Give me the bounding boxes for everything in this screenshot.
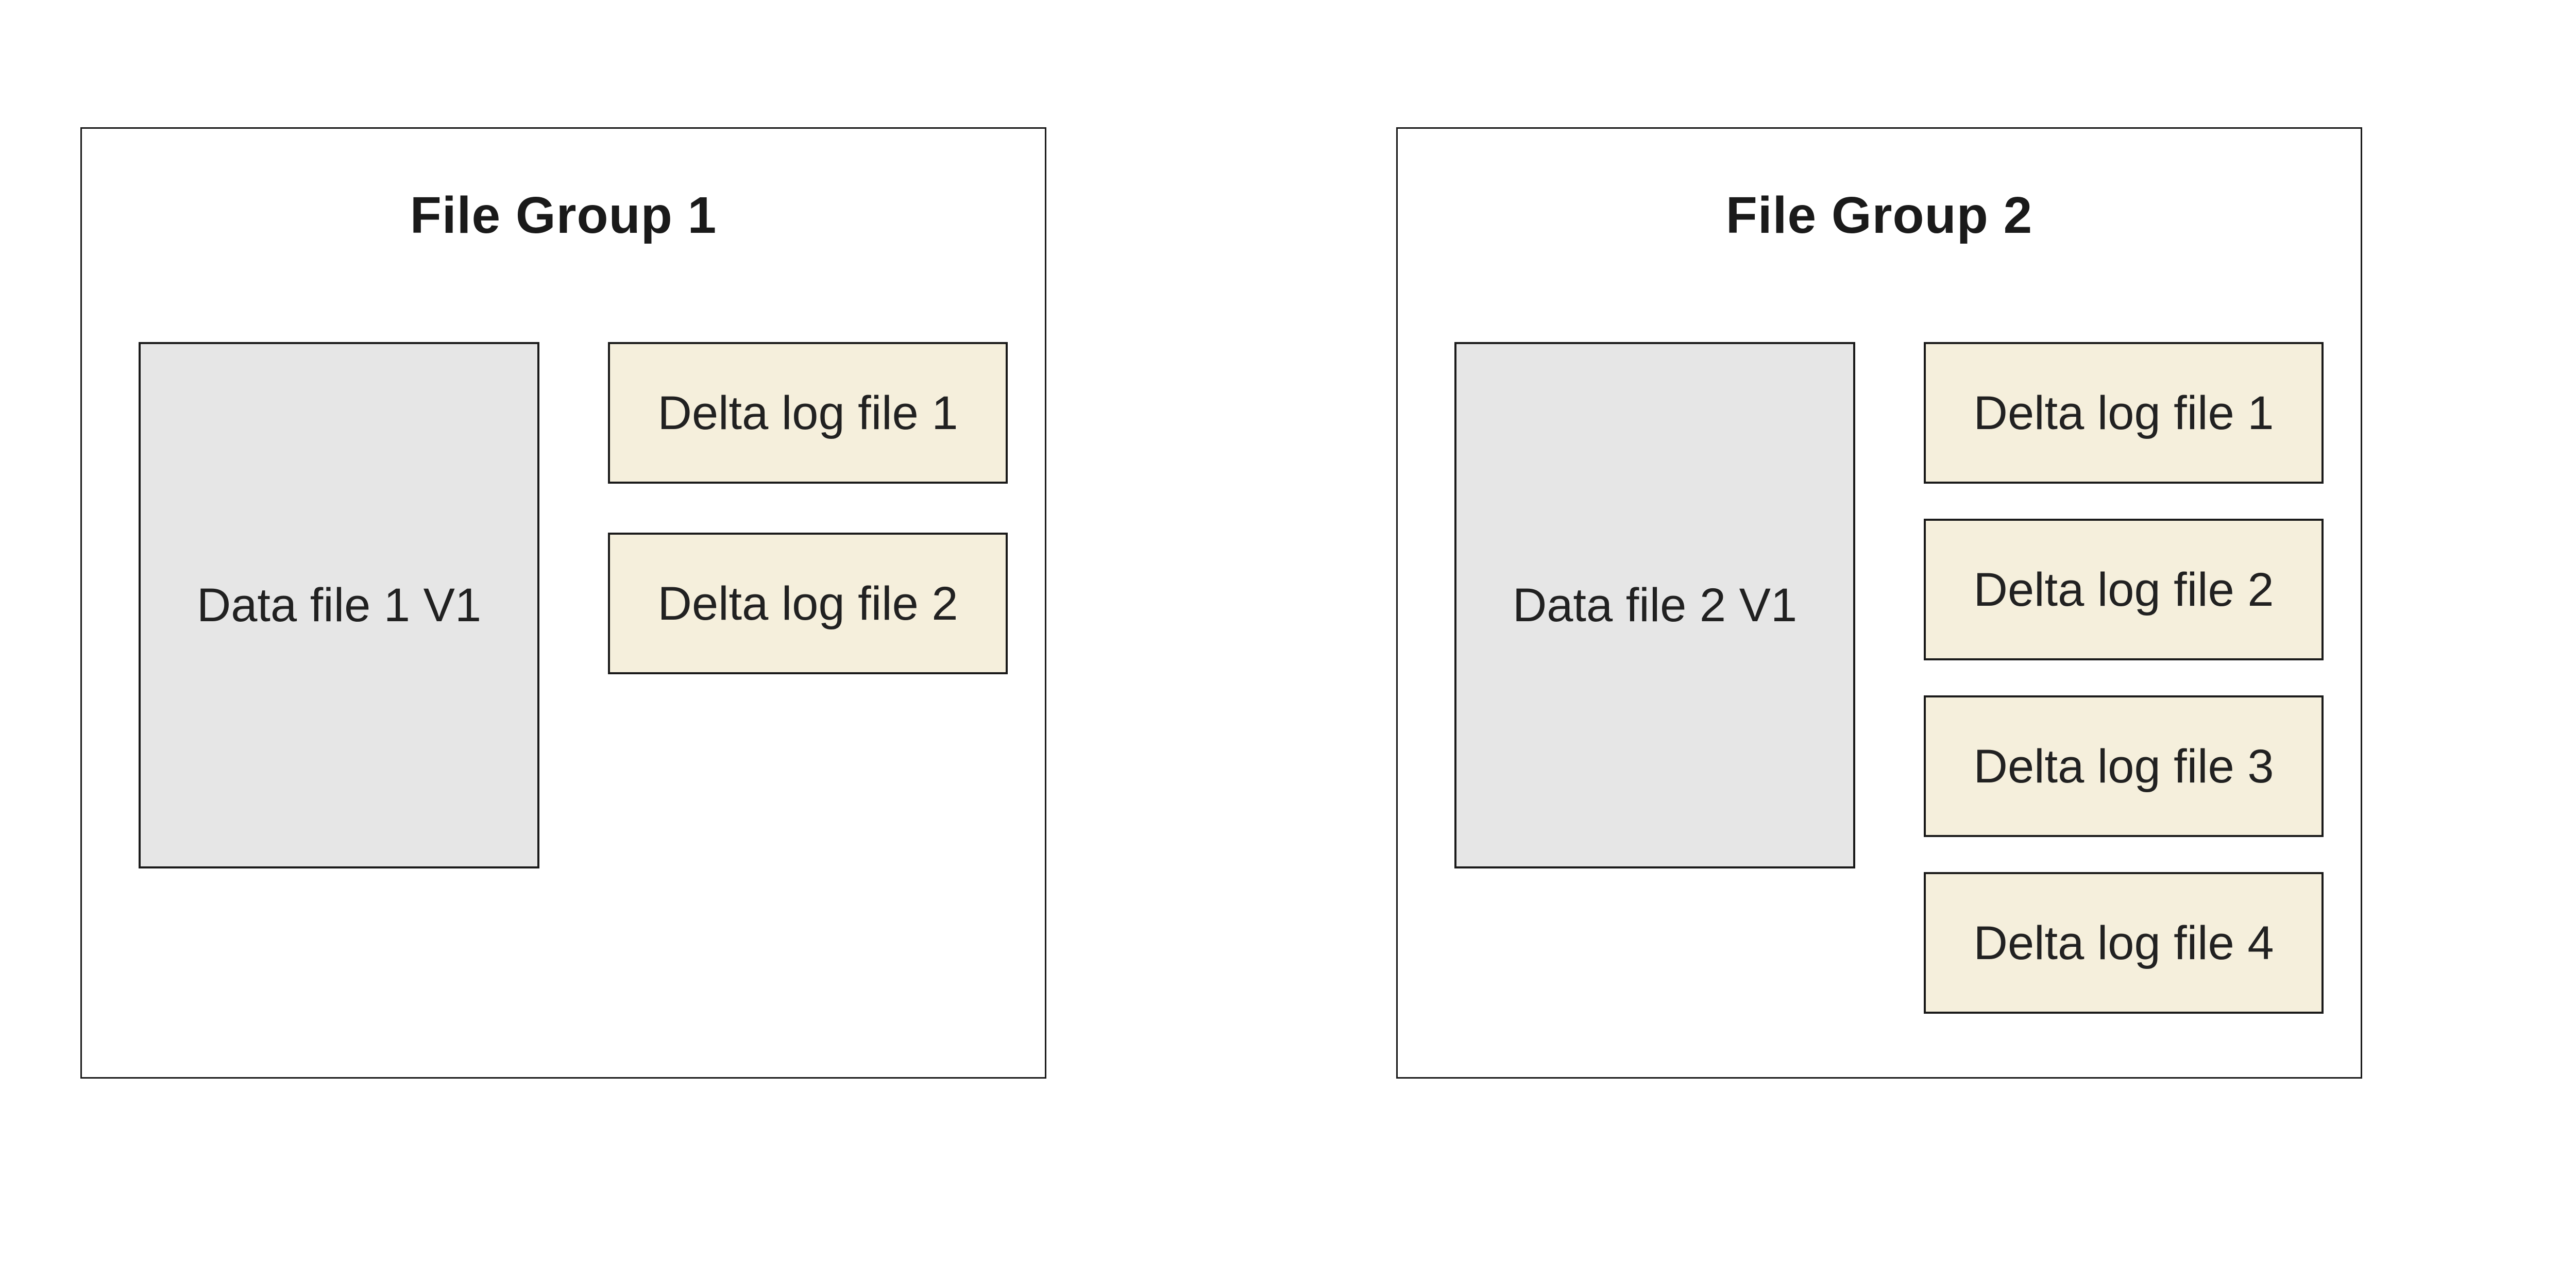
group2-delta-log-file-4-label: Delta log file 4	[1973, 916, 2274, 969]
group2-delta-log-file-3-box: Delta log file 3	[1924, 695, 2324, 837]
data-file-2-box: Data file 2 V1	[1454, 342, 1855, 868]
group2-delta-log-file-3-label: Delta log file 3	[1973, 740, 2274, 793]
data-file-1-box: Data file 1 V1	[139, 342, 539, 868]
file-group-1-title: File Group 1	[410, 186, 717, 244]
group2-delta-log-file-4-box: Delta log file 4	[1924, 872, 2324, 1014]
group2-delta-log-file-2-box: Delta log file 2	[1924, 519, 2324, 660]
group1-delta-log-file-1-box: Delta log file 1	[608, 342, 1008, 484]
group1-delta-log-file-1-label: Delta log file 1	[657, 386, 958, 439]
data-file-1-label: Data file 1 V1	[196, 579, 482, 632]
group2-delta-log-file-1-box: Delta log file 1	[1924, 342, 2324, 484]
group2-delta-log-file-1-label: Delta log file 1	[1973, 386, 2274, 439]
file-group-2-container: File Group 2 Data file 2 V1 Delta log fi…	[1396, 127, 2362, 1079]
group2-delta-log-file-2-label: Delta log file 2	[1973, 563, 2274, 616]
data-file-2-label: Data file 2 V1	[1512, 579, 1798, 632]
group1-delta-log-file-2-box: Delta log file 2	[608, 533, 1008, 674]
file-group-1-container: File Group 1 Data file 1 V1 Delta log fi…	[80, 127, 1046, 1079]
file-group-2-title: File Group 2	[1725, 186, 2033, 244]
group1-delta-log-file-2-label: Delta log file 2	[657, 577, 958, 630]
